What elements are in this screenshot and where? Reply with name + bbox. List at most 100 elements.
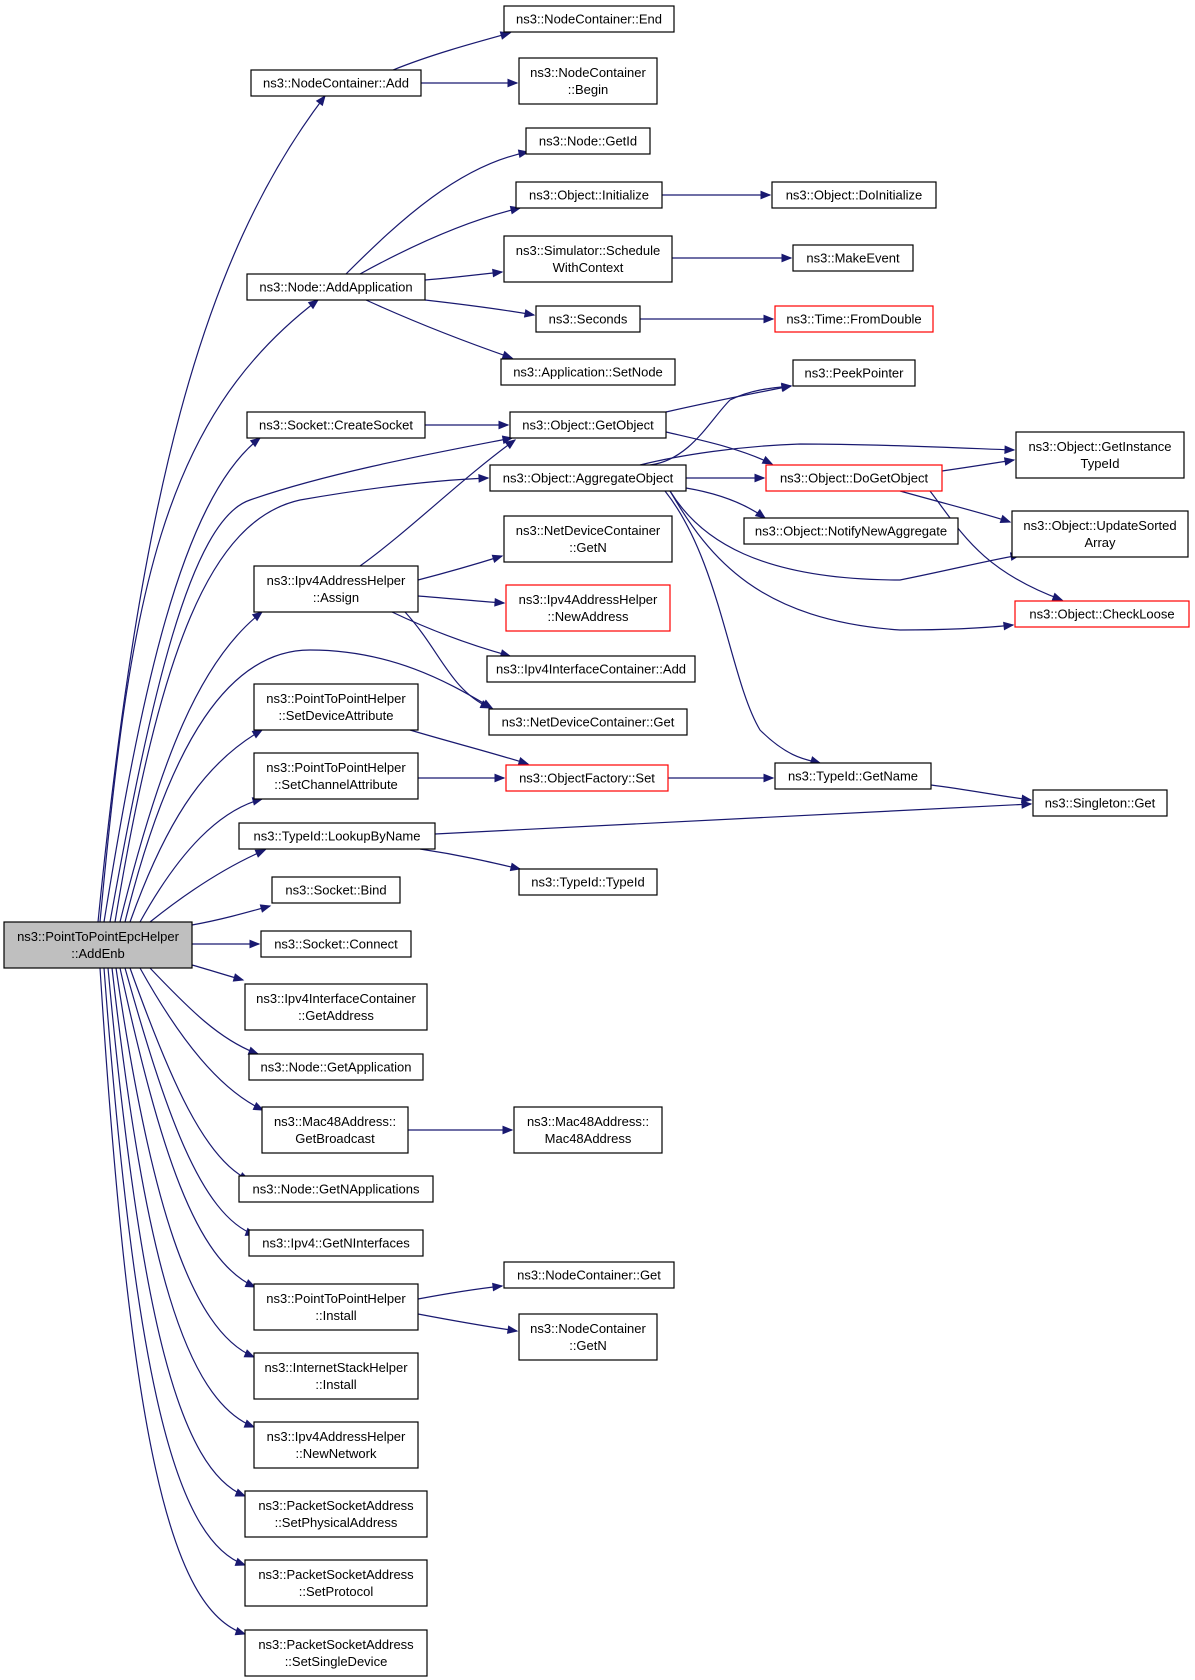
- nodes-layer: ns3::PointToPointEpcHelper::AddEnbns3::N…: [3, 5, 1190, 1677]
- node-sock_create[interactable]: ns3::Socket::CreateSocket: [246, 411, 426, 439]
- edge-arrowhead: [244, 1279, 257, 1288]
- edge-line: [669, 490, 1021, 581]
- node-nc_begin[interactable]: ns3::NodeContainer::Begin: [518, 57, 658, 105]
- edge-arrowhead: [492, 268, 504, 278]
- edge-line: [99, 299, 319, 923]
- node-nc_get[interactable]: ns3::NodeContainer::Get: [503, 1261, 675, 1289]
- node-box: [244, 1629, 428, 1677]
- edge-obj_dogetobject-to-obj_updatesorted: [899, 490, 1012, 523]
- node-box: [489, 464, 687, 492]
- node-obj_init[interactable]: ns3::Object::Initialize: [515, 181, 663, 209]
- node-sock_connect[interactable]: ns3::Socket::Connect: [260, 930, 412, 958]
- edges-layer: [97, 31, 1064, 1636]
- node-seconds[interactable]: ns3::Seconds: [535, 305, 641, 333]
- node-box: [261, 1106, 409, 1154]
- node-singleton_get[interactable]: ns3::Singleton::Get: [1032, 789, 1168, 817]
- node-p2p_setchanattr[interactable]: ns3::PointToPointHelper::SetChannelAttri…: [253, 752, 419, 800]
- node-typeid_getname[interactable]: ns3::TypeId::GetName: [774, 762, 932, 790]
- node-peekpointer[interactable]: ns3::PeekPointer: [792, 359, 916, 387]
- node-ndc_get[interactable]: ns3::NetDeviceContainer::Get: [488, 708, 688, 736]
- edge-line: [124, 967, 256, 1236]
- node-box: [3, 921, 193, 969]
- edge-arrowhead: [232, 973, 245, 982]
- node-ish_install[interactable]: ns3::InternetStackHelper::Install: [253, 1352, 419, 1400]
- node-ipv4ic_getaddr[interactable]: ns3::Ipv4InterfaceContainer::GetAddress: [244, 983, 428, 1031]
- edge-line: [404, 611, 491, 709]
- node-typeid_typeid[interactable]: ns3::TypeId::TypeId: [518, 868, 658, 896]
- node-obj_doinit[interactable]: ns3::Object::DoInitialize: [771, 181, 937, 209]
- node-label-line: Array: [1084, 535, 1116, 550]
- node-ipv4ah_assign[interactable]: ns3::Ipv4AddressHelper::Assign: [253, 565, 419, 613]
- edge-arrowhead: [507, 78, 519, 88]
- node-label-line: ::GetAddress: [298, 1008, 374, 1023]
- node-time_fromdouble[interactable]: ns3::Time::FromDouble: [774, 305, 934, 333]
- edge-line: [417, 1313, 518, 1332]
- node-mac48_ctor[interactable]: ns3::Mac48Address::Mac48Address: [513, 1106, 663, 1154]
- edge-line: [424, 299, 535, 316]
- node-nc_end[interactable]: ns3::NodeContainer::End: [503, 5, 675, 33]
- edge-node_addapp-to-app_setnode: [365, 299, 514, 359]
- edge-arrowhead: [761, 455, 774, 465]
- node-ipv4ic_add[interactable]: ns3::Ipv4InterfaceContainer::Add: [486, 655, 696, 683]
- edge-arrowhead: [523, 309, 536, 318]
- node-psa_setsingle[interactable]: ns3::PacketSocketAddress::SetSingleDevic…: [244, 1629, 428, 1677]
- edge-line: [665, 431, 773, 465]
- node-p2p_install[interactable]: ns3::PointToPointHelper::Install: [253, 1283, 419, 1331]
- edge-arrowhead: [234, 1488, 247, 1497]
- node-label-line: ns3::Node::GetApplication: [260, 1060, 411, 1075]
- node-objfactory_set[interactable]: ns3::ObjectFactory::Set: [505, 764, 669, 792]
- node-label-line: ns3::PacketSocketAddress: [258, 1637, 414, 1652]
- node-typeid_lookup[interactable]: ns3::TypeId::LookupByName: [238, 822, 436, 850]
- node-makeevent[interactable]: ns3::MakeEvent: [792, 244, 914, 272]
- node-nc_getn[interactable]: ns3::NodeContainer::GetN: [518, 1313, 658, 1361]
- edge-seconds-to-time_fromdouble: [639, 314, 775, 324]
- node-ipv4_getnif[interactable]: ns3::Ipv4::GetNInterfaces: [248, 1229, 424, 1257]
- node-psa_setproto[interactable]: ns3::PacketSocketAddress::SetProtocol: [244, 1559, 428, 1607]
- node-obj_getobject[interactable]: ns3::Object::GetObject: [509, 411, 667, 439]
- edge-line: [111, 967, 255, 1428]
- node-box: [792, 359, 916, 387]
- node-node_getapp[interactable]: ns3::Node::GetApplication: [248, 1053, 424, 1081]
- node-label-line: ns3::TypeId::LookupByName: [254, 829, 421, 844]
- edge-line: [124, 649, 493, 923]
- node-ipv4ah_newaddr[interactable]: ns3::Ipv4AddressHelper::NewAddress: [505, 584, 671, 632]
- node-node_getid[interactable]: ns3::Node::GetId: [525, 127, 651, 155]
- node-ipv4ah_newnet[interactable]: ns3::Ipv4AddressHelper::NewNetwork: [253, 1421, 419, 1469]
- node-obj_notify[interactable]: ns3::Object::NotifyNewAggregate: [743, 517, 959, 545]
- node-node_addapp[interactable]: ns3::Node::AddApplication: [246, 273, 426, 301]
- node-app_setnode[interactable]: ns3::Application::SetNode: [500, 358, 676, 386]
- node-label-line: ::Install: [315, 1377, 356, 1392]
- node-nc_add[interactable]: ns3::NodeContainer::Add: [250, 69, 422, 97]
- node-node_getnapps[interactable]: ns3::Node::GetNApplications: [238, 1175, 434, 1203]
- edge-root-to-typeid_lookup: [149, 849, 267, 923]
- node-box: [253, 752, 419, 800]
- edge-arrowhead: [1021, 794, 1033, 804]
- node-sock_bind[interactable]: ns3::Socket::Bind: [271, 876, 401, 904]
- edge-line: [359, 439, 516, 567]
- node-label-line: ns3::Node::GetNApplications: [253, 1182, 420, 1197]
- node-label-line: ns3::Ipv4AddressHelper: [267, 573, 406, 588]
- node-label-line: ns3::MakeEvent: [806, 251, 900, 266]
- node-ndc_getn[interactable]: ns3::NetDeviceContainer::GetN: [503, 515, 673, 563]
- edge-arrowhead: [763, 773, 775, 783]
- edge-arrowhead: [499, 31, 512, 40]
- node-label-line: ::SetChannelAttribute: [274, 777, 398, 792]
- node-mac48_getbcast[interactable]: ns3::Mac48Address::GetBroadcast: [261, 1106, 409, 1154]
- edge-line: [129, 729, 263, 923]
- node-label-line: ns3::Object::UpdateSorted: [1023, 518, 1176, 533]
- node-psa_setphys[interactable]: ns3::PacketSocketAddress::SetPhysicalAdd…: [244, 1490, 428, 1538]
- edge-arrowhead: [252, 1102, 265, 1111]
- node-obj_checkloose[interactable]: ns3::Object::CheckLoose: [1014, 600, 1190, 628]
- node-box: [771, 181, 937, 209]
- node-p2p_setdevattr[interactable]: ns3::PointToPointHelper::SetDeviceAttrib…: [253, 683, 419, 731]
- node-label-line: GetBroadcast: [295, 1131, 375, 1146]
- node-obj_dogetobject[interactable]: ns3::Object::DoGetObject: [765, 464, 943, 492]
- node-obj_aggregate[interactable]: ns3::Object::AggregateObject: [489, 464, 687, 492]
- node-box: [253, 1352, 419, 1400]
- node-box: [238, 822, 436, 850]
- node-label-line: ns3::Object::GetObject: [522, 418, 654, 433]
- node-box: [774, 762, 932, 790]
